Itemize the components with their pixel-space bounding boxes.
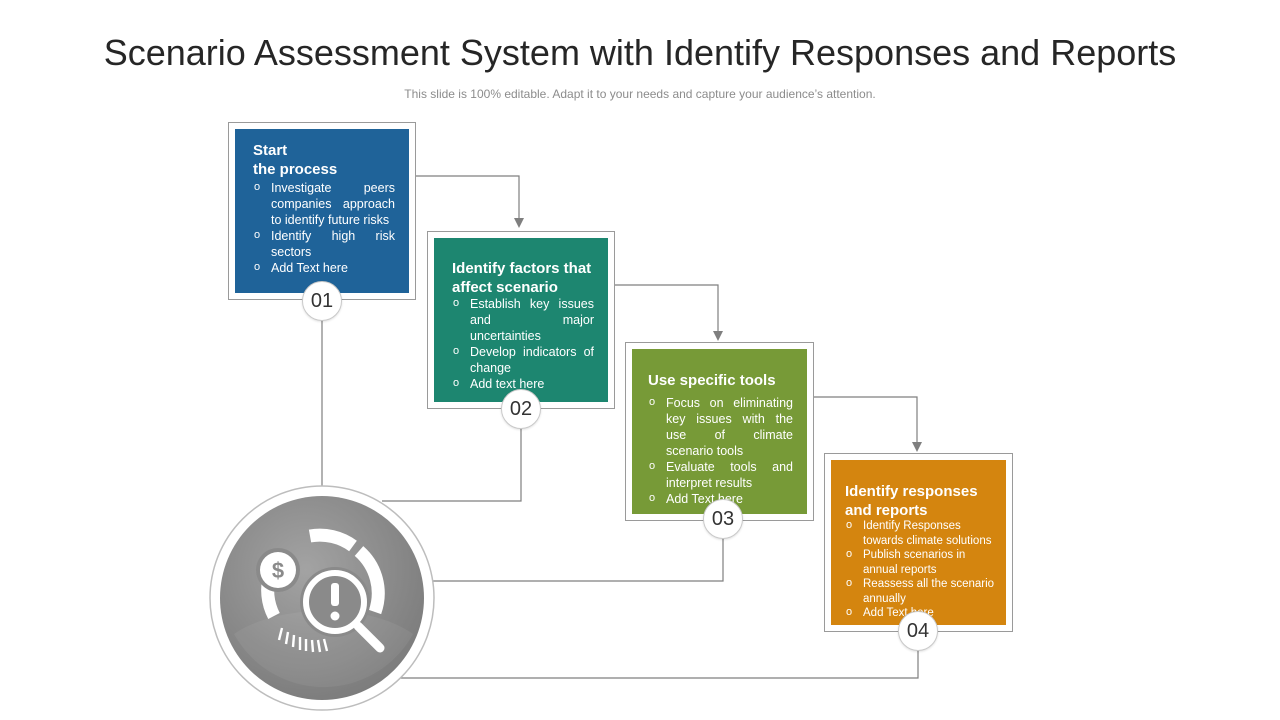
svg-text:$: $ [272,558,284,583]
step-1-bullet: Investigate peers companies approach to … [253,179,395,228]
step-4-bullets: Identify Responses towards climate solut… [845,518,998,621]
dollar-icon: $ [256,548,300,592]
step-2-bullet: Develop indicators of change [452,343,594,376]
arrow-2-to-3 [614,284,723,341]
alert-magnifier-icon [300,567,385,653]
arrow-3-to-4 [814,396,922,452]
step-3-number-badge: 03 [703,499,743,539]
link-hub-to-03 [432,538,724,582]
tick-marks [277,627,329,653]
link-hub-to-04 [388,651,919,679]
step-3-card: Use specific tools Focus on eliminating … [632,349,807,514]
step-2-title: Identify factors that affect scenario [452,260,592,296]
step-3-frame: Use specific tools Focus on eliminating … [625,342,814,521]
step-2-bullets: Establish key issues and major uncertain… [452,295,594,392]
slide-title: Scenario Assessment System with Identify… [103,32,1177,73]
step-3-title: Use specific tools [648,372,776,389]
step-2-number-badge: 02 [501,389,541,429]
step-2-card: Identify factors that affect scenario Es… [434,238,608,402]
step-3-bullet: Evaluate tools and interpret results [648,458,793,491]
step-1-card: Start the process Investigate peers comp… [235,129,409,293]
step-2-bullet: Add text here [452,375,594,392]
step-2-frame: Identify factors that affect scenario Es… [427,231,615,409]
step-4-bullet: Reassess all the scenario annually [845,576,998,606]
step-4-frame: Identify responses and reports Identify … [824,453,1013,632]
link-hub-to-02 [382,429,522,502]
step-1-bullet: Add Text here [253,259,395,276]
step-4-card: Identify responses and reports Identify … [831,460,1006,625]
arrow-1-to-2 [416,175,524,228]
step-4-bullet: Publish scenarios in annual reports [845,547,998,577]
step-2-bullet: Establish key issues and major uncertain… [452,295,594,344]
step-1-title: Start the process [253,142,338,178]
step-1-frame: Start the process Investigate peers comp… [228,122,416,300]
step-1-number-badge: 01 [302,281,342,321]
step-1-bullets: Investigate peers companies approach to … [253,179,395,276]
step-1-bullet: Identify high risk sectors [253,227,395,260]
step-4-bullet: Identify Responses towards climate solut… [845,518,998,548]
step-3-bullet: Focus on eliminating key issues with the… [648,394,793,459]
hub-circle: $ [208,484,436,712]
slide-subtitle: This slide is 100% editable. Adapt it to… [404,87,876,101]
step-4-number-badge: 04 [898,611,938,651]
step-3-bullets: Focus on eliminating key issues with the… [648,394,793,507]
step-4-title: Identify responses and reports [845,483,978,519]
